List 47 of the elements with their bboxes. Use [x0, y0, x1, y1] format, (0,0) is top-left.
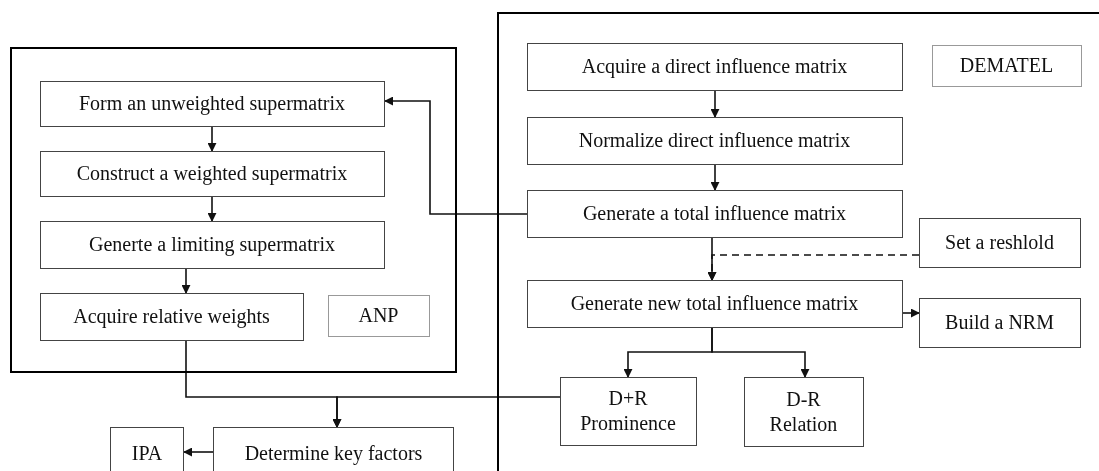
- step-text: Form an unweighted supermatrix: [78, 91, 346, 116]
- method-name: DEMATEL: [959, 53, 1054, 78]
- arrow: [902, 308, 920, 318]
- step-text: Normalize direct influence matrix: [578, 128, 851, 153]
- arrow: [710, 164, 720, 191]
- arrow: [711, 327, 810, 378]
- arrow: [207, 126, 217, 152]
- process-box: [559, 376, 697, 446]
- process-box: [918, 297, 1081, 348]
- step-text: D+R: [608, 386, 648, 411]
- step-text: Relation: [769, 411, 838, 437]
- group-frame: [497, 12, 1099, 471]
- arrow: [183, 447, 214, 457]
- process-box: [743, 376, 864, 447]
- step-text: IPA: [131, 440, 163, 466]
- process-box: [526, 279, 903, 328]
- step-text: Acquire a direct influence matrix: [581, 54, 848, 79]
- step-text: D-R: [786, 386, 821, 412]
- process-box: [526, 189, 903, 238]
- arrow: [207, 196, 217, 222]
- method-label-box: [931, 44, 1082, 87]
- process-box: [110, 427, 184, 471]
- step-text: Prominence: [580, 411, 676, 436]
- process-box: [918, 217, 1081, 268]
- dashed-arrow: [707, 254, 920, 281]
- process-box: [39, 292, 304, 341]
- step-text: Generate a total influence matrix: [582, 201, 847, 226]
- process-box: [39, 80, 385, 127]
- step-text: Build a NRM: [945, 310, 1054, 335]
- step-text: Generte a limiting supermatrix: [88, 232, 335, 257]
- method-name: ANP: [358, 303, 399, 328]
- process-box: [526, 116, 903, 165]
- process-box: [39, 220, 385, 269]
- step-text: Generate new total influence matrix: [570, 291, 859, 316]
- arrow: [181, 268, 191, 294]
- arrow: [384, 96, 528, 215]
- group-frame: [10, 47, 457, 373]
- process-box: [39, 150, 385, 197]
- arrow: [710, 90, 720, 118]
- step-text: Determine key factors: [244, 440, 423, 466]
- method-label-box: [327, 294, 430, 337]
- process-box: [526, 42, 903, 91]
- arrow: [332, 396, 561, 428]
- step-text: Set a reshlold: [945, 230, 1054, 255]
- step-text: Acquire relative weights: [73, 304, 270, 329]
- step-text: Construct a weighted supermatrix: [76, 161, 348, 186]
- process-box: [213, 427, 454, 471]
